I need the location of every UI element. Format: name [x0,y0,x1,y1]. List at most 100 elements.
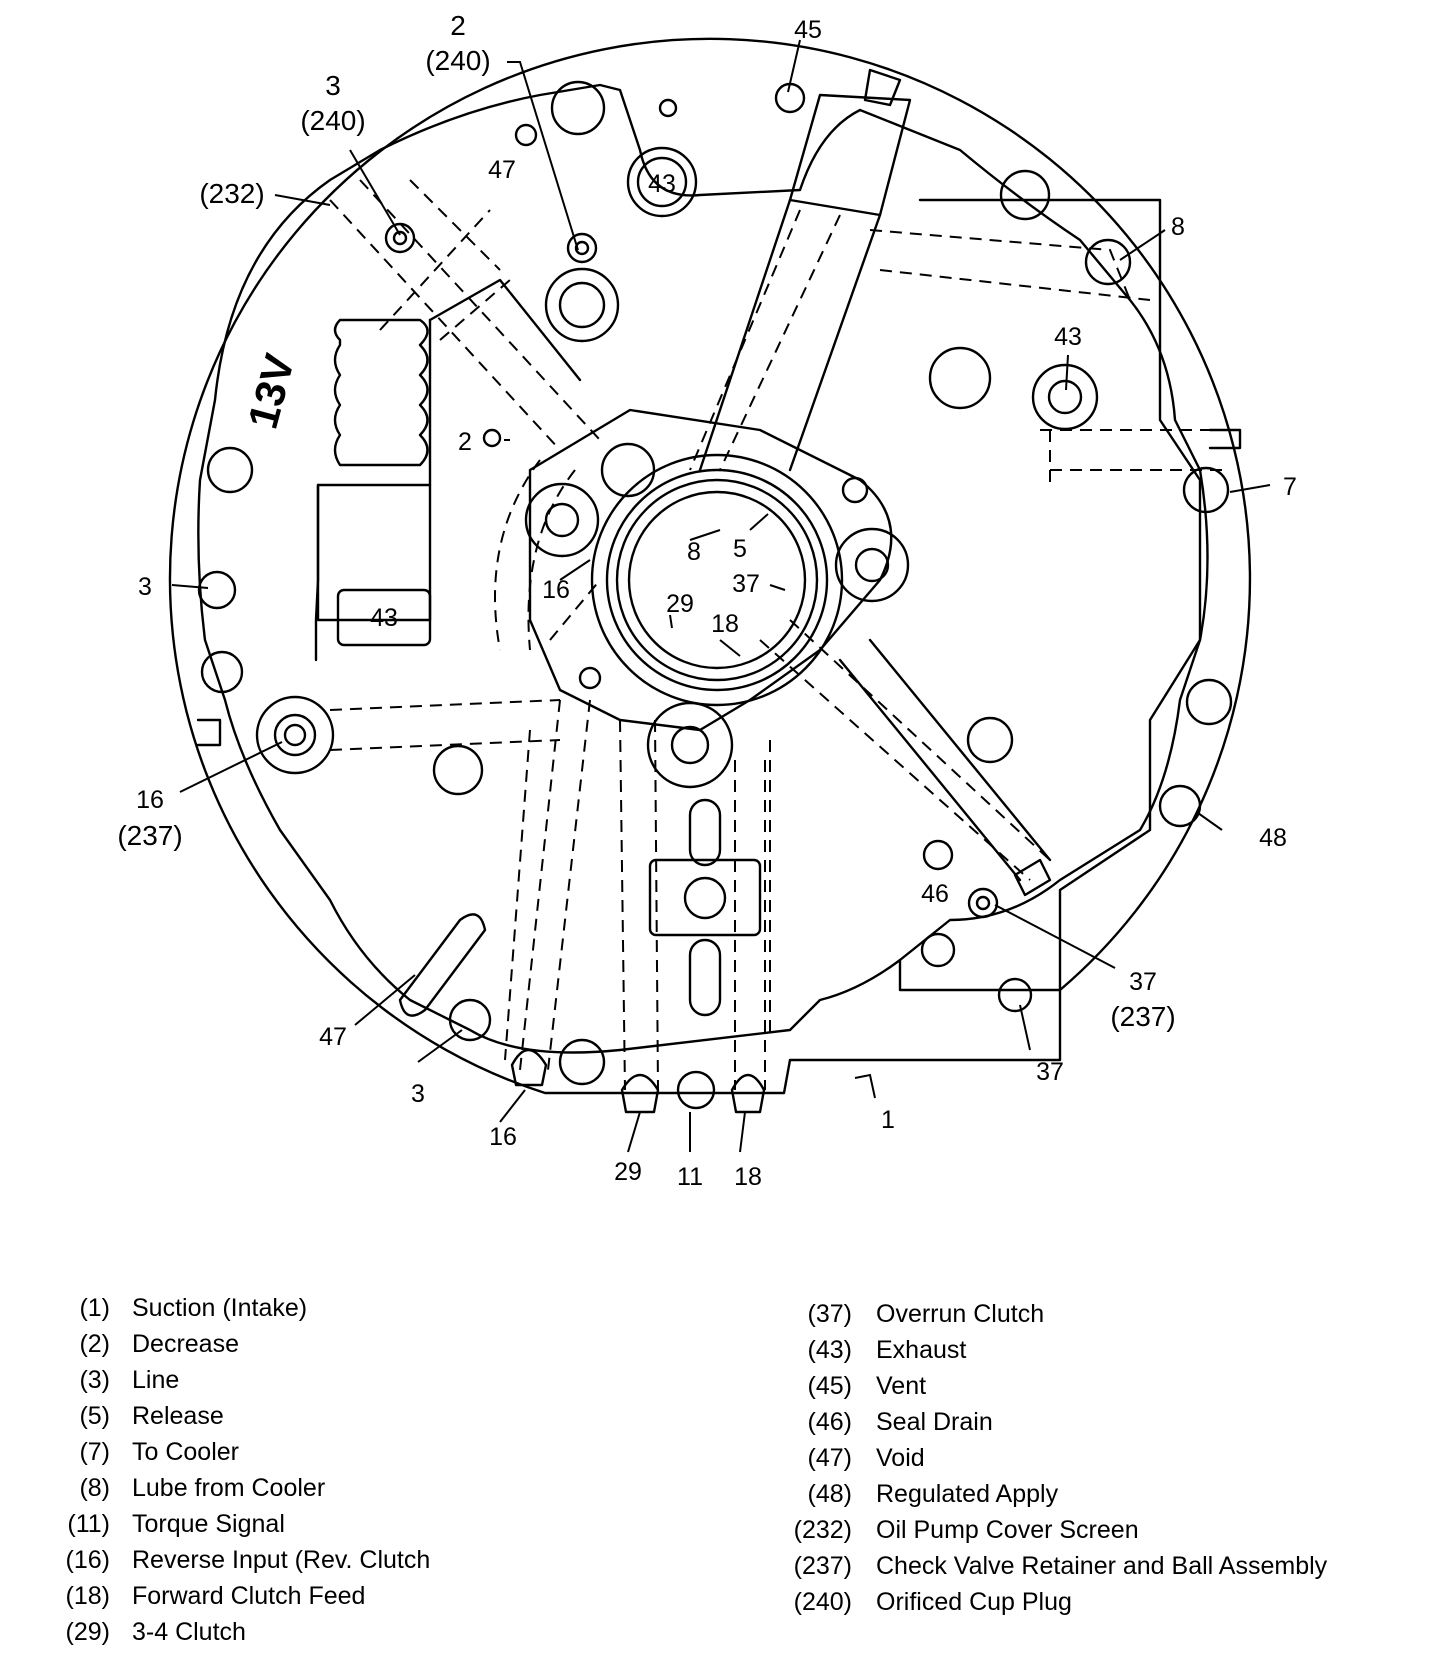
legend-number: (240) [793,1587,852,1616]
legend-item: (8) Lube from Cooler [56,1470,430,1506]
callout-2-inner: 2 [458,428,472,456]
bolt-hole [197,570,237,610]
label-13v: 13V [239,349,304,433]
bolt-hole [966,716,1014,764]
callout-3-240-num: 3 [325,70,341,101]
bolt-hole [432,744,484,796]
legend-number: (5) [79,1401,110,1430]
legend-item: (240) Orificed Cup Plug [780,1584,1327,1620]
legend-item: (16)Reverse Input (Rev. Clutch [56,1542,431,1578]
legend-item: (37)Overrun Clutch [780,1296,1327,1332]
callout-3-bottom: 3 [411,1080,425,1108]
legend-number: (45) [807,1371,852,1400]
bolt-hole [676,1070,716,1110]
check-valve-left [255,695,335,775]
port-43-top-circle [626,146,698,218]
bolt-hole [1031,363,1099,431]
callout-7: 7 [1283,473,1297,501]
callout-16-237-sub: (237) [117,820,182,851]
hub-bolt-right [834,527,910,603]
legend-right-column: (37)Overrun Clutch (43)Exhaust (45)Vent … [780,1296,1328,1620]
cup-plug-29 [620,1073,660,1114]
legend-label: Release [132,1401,224,1430]
bolt-hole [550,80,606,136]
pump-cover-outline [168,37,1252,1095]
bolt-hole [578,666,602,690]
bolt-hole [1084,238,1132,286]
legend-item: (48) Regulated Apply [780,1476,1327,1512]
bolt-hole [997,977,1033,1013]
bolt-hole [928,346,992,410]
callout-8-center: 8 [687,538,701,566]
legend-number: (8) [79,1473,110,1502]
legend-item: (18) Forward Clutch Feed [56,1578,430,1614]
callout-37-center: 37 [732,570,760,598]
legend-label: 3-4 Clutch [132,1617,246,1646]
legend-number: (237) [793,1551,852,1580]
callout-18-center: 18 [711,610,739,638]
bolt-hole [774,82,806,114]
port-43-left [336,588,432,647]
callout-1: 1 [881,1106,895,1134]
callout-232: (232) [199,178,264,209]
legend-item: (3)Line [56,1362,430,1398]
legend-number: (29) [65,1617,110,1646]
bolt-hole [544,267,620,343]
legend-item: (1)Suction (Intake) [56,1290,430,1326]
legend-number: (43) [807,1335,852,1364]
cup-plug-16 [510,1048,548,1087]
bolt-hole [920,932,956,968]
bolt-hole [384,222,416,254]
legend-item: (232) Oil Pump Cover Screen [780,1512,1327,1548]
callout-45: 45 [794,16,822,44]
legend-number: (48) [807,1479,852,1508]
bolt-hole [967,887,999,919]
legend-label: Seal Drain [876,1407,993,1436]
callout-3-240-sub: (240) [300,105,365,136]
legend-label: Torque Signal [132,1509,285,1538]
bolt-hole [841,476,869,504]
legend-label: Forward Clutch Feed [132,1581,366,1610]
center-bore-outer [590,453,844,707]
legend-item: (11) Torque Signal [56,1506,430,1542]
legend-label: Lube from Cooler [132,1473,326,1502]
callout-43-left: 43 [370,604,398,632]
legend-number: (11) [67,1509,110,1538]
legend-label: Line [132,1365,180,1394]
callout-37-237-sub: (237) [1110,1001,1175,1032]
legend-number: (232) [793,1515,852,1544]
legend-left-column: (1)Suction (Intake) (2)Decrease (3)Line … [56,1290,431,1650]
legend-label: Void [876,1443,925,1472]
cup-plug-18 [730,1073,766,1114]
legend-number: (18) [65,1581,110,1610]
callout-47-bottom: 47 [319,1023,347,1051]
bolt-hole [658,98,678,118]
callout-2-240-num: 2 [450,10,466,41]
legend-number: (1) [79,1293,110,1322]
callout-16-inner: 16 [542,576,570,604]
legend-label: Oil Pump Cover Screen [876,1515,1139,1544]
callout-3-left: 3 [138,573,152,601]
callout-43-right: 43 [1054,323,1082,351]
legend-number: (2) [79,1329,110,1358]
right-body-outline [898,198,1202,992]
callout-48: 48 [1259,824,1287,852]
legend-label: Orificed Cup Plug [876,1587,1072,1616]
bolt-hole [482,428,502,448]
callout-11-bottom: 11 [677,1163,703,1191]
callout-46: 46 [921,880,949,908]
callout-37-bottom: 37 [1036,1058,1064,1086]
callout-8-right: 8 [1171,213,1185,241]
callout-5-center: 5 [733,535,747,563]
legend-item: (237)Check Valve Retainer and Ball Assem… [780,1548,1328,1584]
legend-label: Regulated Apply [876,1479,1059,1508]
legend-number: (46) [807,1407,852,1436]
callout-37-237-num: 37 [1129,968,1157,996]
legend-item: (7)To Cooler [56,1434,430,1470]
bolt-hole [448,998,492,1042]
center-bore-inner [627,490,807,670]
callout-47-top: 47 [488,156,516,184]
legend-label: Decrease [132,1329,239,1358]
legend-label: To Cooler [132,1437,239,1466]
